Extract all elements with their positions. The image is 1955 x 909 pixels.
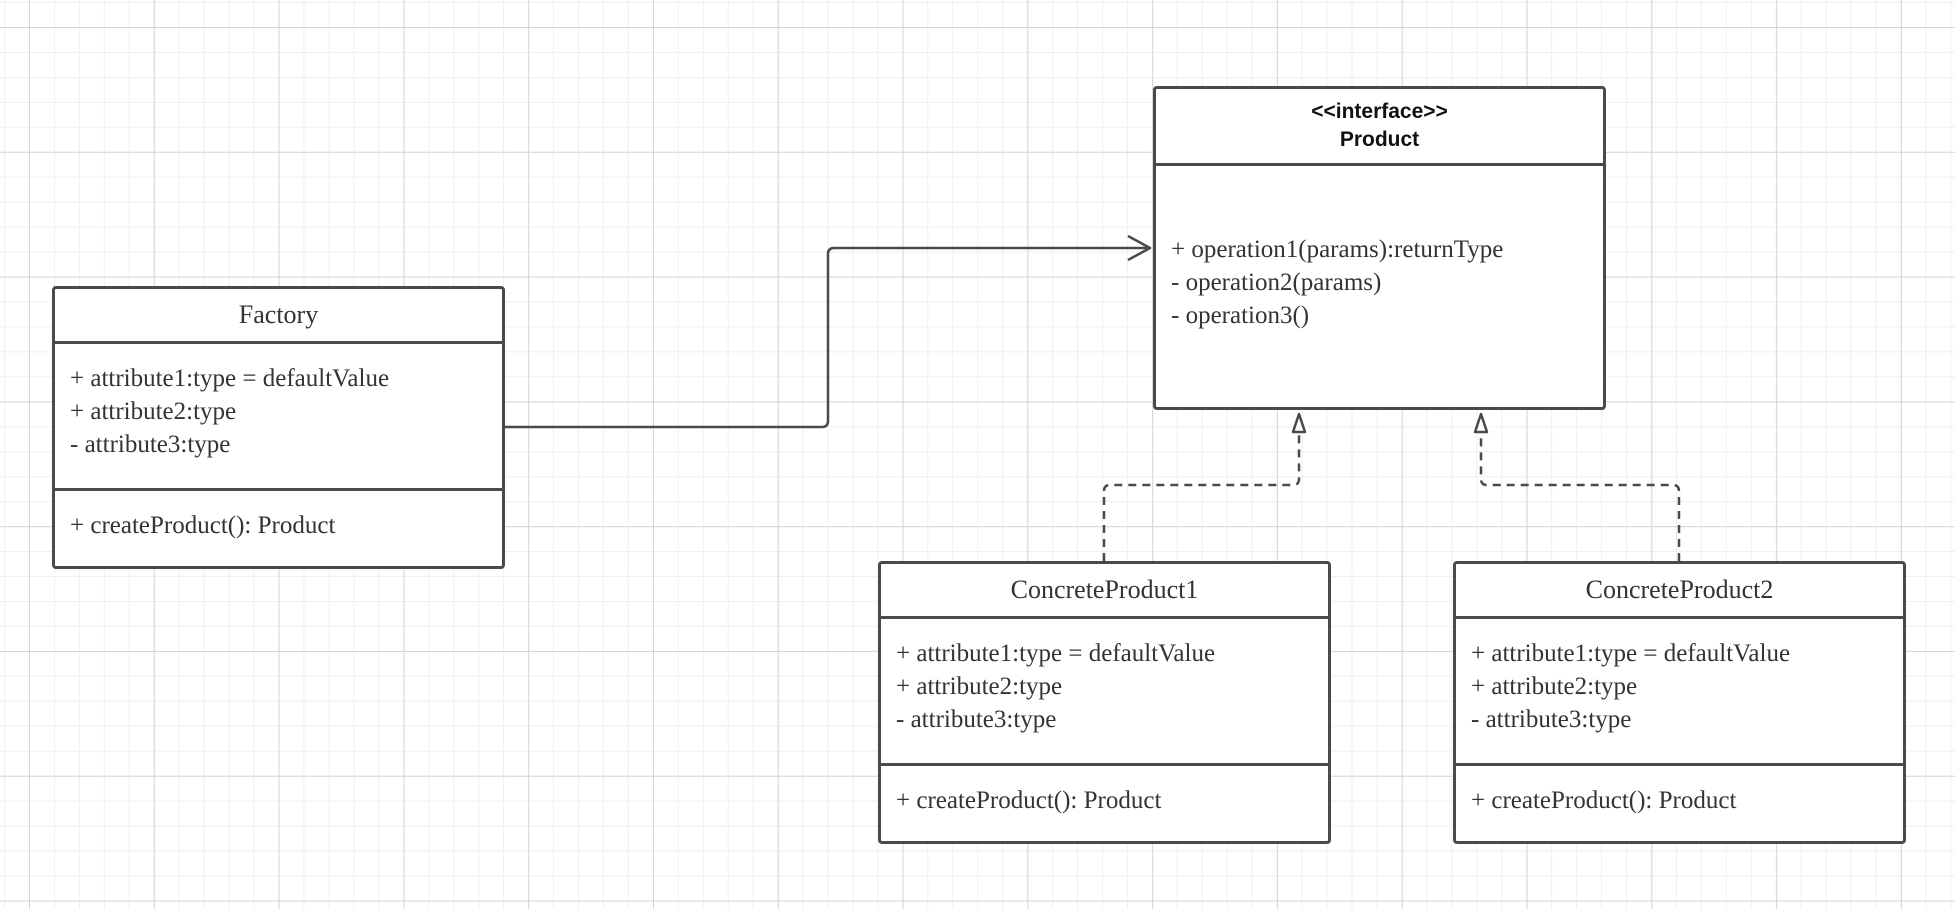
class-name-header: ConcreteProduct1 [881, 564, 1328, 619]
hollow-triangle-arrowhead-icon [1473, 412, 1489, 434]
operation-line: - operation3() [1171, 302, 1310, 329]
operations-section: + createProduct(): Product [881, 766, 1328, 817]
concrete-product2-class[interactable]: ConcreteProduct2 + attribute1:type = def… [1453, 561, 1906, 844]
product-interface[interactable]: <<interface>> Product + operation1(param… [1153, 86, 1606, 410]
attribute-line: + attribute2:type [896, 673, 1063, 700]
class-name-header: ConcreteProduct2 [1456, 564, 1903, 619]
interface-header: <<interface>> Product [1156, 89, 1603, 166]
factory-class[interactable]: Factory + attribute1:type = defaultValue… [52, 286, 505, 569]
concrete-product2-realization-line[interactable] [1479, 433, 1681, 561]
open-arrowhead-icon [1127, 234, 1152, 262]
attribute-line: - attribute3:type [896, 706, 1057, 733]
attribute-line: + attribute1:type = defaultValue [70, 365, 390, 392]
concrete-product1-realization-line[interactable] [1102, 433, 1301, 561]
class-name-header: Factory [55, 289, 502, 344]
hollow-triangle-arrowhead-icon [1291, 412, 1307, 434]
attribute-line: + attribute1:type = defaultValue [896, 640, 1216, 667]
operation-line: - operation2(params) [1171, 269, 1382, 296]
attributes-section: + attribute1:type = defaultValue + attri… [881, 619, 1328, 766]
class-name: Factory [238, 300, 319, 329]
attribute-line: + attribute1:type = defaultValue [1471, 640, 1791, 667]
operation-line: + createProduct(): Product [896, 787, 1162, 814]
operations-section: + createProduct(): Product [55, 491, 502, 542]
class-name: ConcreteProduct2 [1585, 575, 1774, 604]
operation-line: + createProduct(): Product [70, 512, 336, 539]
attribute-line: - attribute3:type [1471, 706, 1632, 733]
operation-line: + createProduct(): Product [1471, 787, 1737, 814]
operations-section: + operation1(params):returnType - operat… [1156, 166, 1603, 332]
concrete-product1-class[interactable]: ConcreteProduct1 + attribute1:type = def… [878, 561, 1331, 844]
operation-line: + operation1(params):returnType [1171, 236, 1504, 263]
class-name: ConcreteProduct1 [1010, 575, 1199, 604]
operations-section: + createProduct(): Product [1456, 766, 1903, 817]
interface-name: Product [1339, 128, 1420, 151]
attributes-section: + attribute1:type = defaultValue + attri… [55, 344, 502, 491]
attribute-line: - attribute3:type [70, 431, 231, 458]
attribute-line: + attribute2:type [1471, 673, 1638, 700]
attribute-line: + attribute2:type [70, 398, 237, 425]
attributes-section: + attribute1:type = defaultValue + attri… [1456, 619, 1903, 766]
stereotype-label: <<interface>> [1311, 100, 1448, 123]
factory-product-association-line[interactable] [505, 246, 1148, 429]
